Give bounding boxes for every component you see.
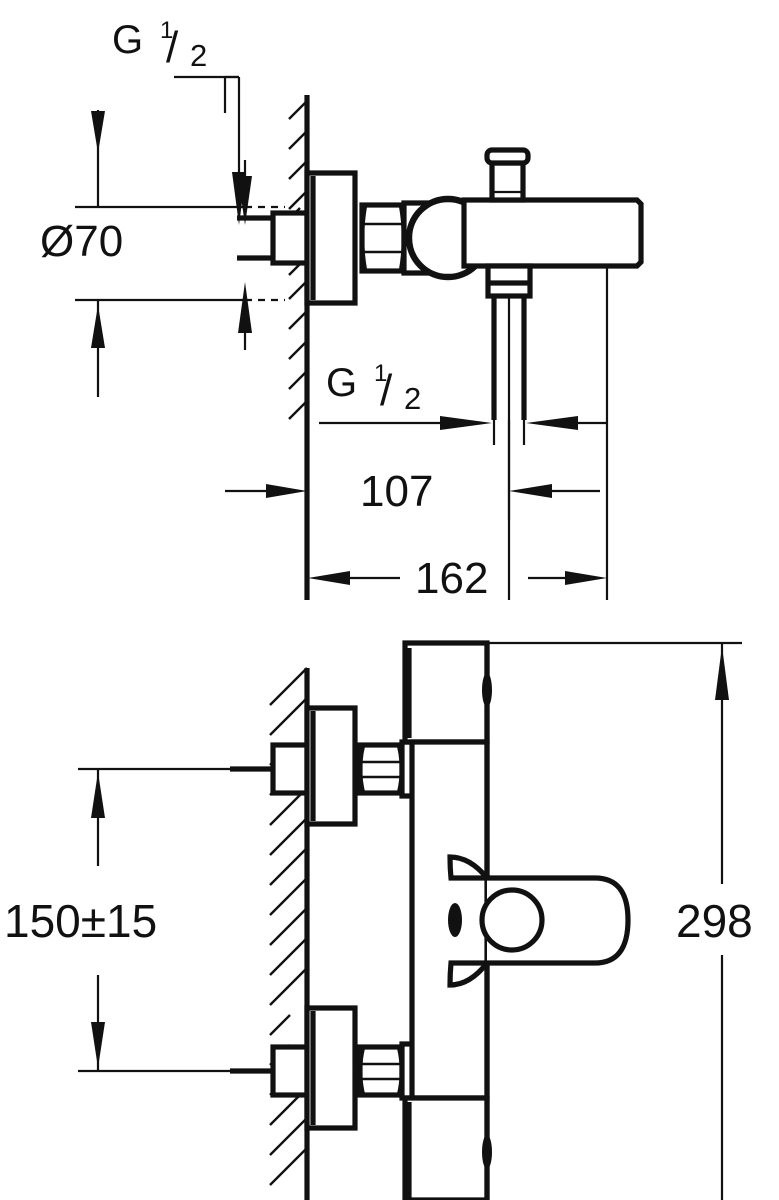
dim298-arrow-top (715, 646, 729, 700)
lower-escutcheon (304, 1005, 358, 1131)
coupling-nut-body (359, 202, 407, 274)
lever-index-marker (448, 903, 462, 937)
dia70-left-lower-arrowhead (91, 305, 105, 348)
dim107-arrow-left (266, 484, 307, 498)
g-half-outlet-arrow-left (440, 416, 492, 430)
lower-square-nipple (270, 1044, 310, 1098)
dim-107: 107 (225, 420, 600, 600)
front-view-group: 150±15 298 (4, 640, 753, 1200)
mixer-body-top (461, 197, 644, 269)
escutcheon-top (304, 170, 358, 306)
dim-298: 298 (487, 641, 753, 1200)
diverter-button-cap (484, 147, 531, 166)
lower-hex-nut (357, 1044, 405, 1098)
lever-leaf-lower (447, 960, 493, 988)
top-view-group: G 1 / 2 Ø70 G (40, 17, 644, 603)
dia70-left-upper-arrowhead (91, 111, 105, 153)
dim150-lower-arrowhead (91, 1022, 105, 1068)
dim107-arrow-right (509, 484, 552, 498)
diverter-button-shaft (489, 160, 526, 203)
outlet-spigot-top (485, 263, 533, 600)
dim298-value: 298 (676, 895, 753, 947)
g-half-inlet-denominator: 2 (190, 38, 207, 73)
g-half-inlet-slash: / (166, 23, 179, 72)
lever-handle-front (447, 854, 631, 988)
lever-leaf-upper (447, 854, 493, 881)
dia70-value: Ø70 (40, 217, 123, 266)
upper-nut-chamfer-left (359, 744, 366, 794)
dim-diameter-70: Ø70 (40, 110, 285, 397)
inlet-square-nipple (270, 210, 310, 266)
g-half-outlet-denominator: 2 (404, 381, 421, 416)
upper-escutcheon (304, 705, 358, 827)
dim150-upper-arrowhead (91, 772, 105, 818)
g-half-outlet-letter: G (326, 361, 357, 405)
g-half-inlet-numerator: 1 (160, 17, 173, 44)
dia70-inner-lower-arrowhead (238, 282, 252, 333)
lever-pivot-circle (479, 887, 545, 953)
body-bottom-cap (402, 1095, 490, 1200)
dim107-value: 107 (360, 467, 433, 516)
g-half-inlet-letter: G (112, 18, 143, 62)
mixer-body-bar (461, 197, 644, 269)
dim-162: 162 (308, 268, 609, 603)
body-top-cap (402, 640, 490, 745)
lower-nut-chamfer-left (359, 1046, 366, 1096)
dim162-arrow-left (308, 571, 350, 585)
escutcheon-body (304, 170, 358, 306)
dim150-value: 150±15 (4, 895, 157, 947)
nut-chamfer-left (361, 204, 368, 272)
g-half-outlet-slash: / (380, 366, 393, 415)
g-half-outlet-numerator: 1 (374, 360, 387, 387)
g-half-outlet-arrow-right (526, 416, 578, 430)
diverter-button-top (484, 147, 531, 203)
upper-hex-nut (357, 742, 405, 796)
dim-150-15: 150±15 (4, 767, 273, 1073)
dim-g-half-outlet: G 1 / 2 (319, 360, 607, 445)
upper-square-nipple (270, 742, 310, 796)
coupling-nut-top (359, 202, 407, 274)
dim162-arrow-right (565, 571, 607, 585)
dim162-value: 162 (415, 554, 488, 603)
dia70-inner-upper-arrowhead (238, 176, 252, 225)
